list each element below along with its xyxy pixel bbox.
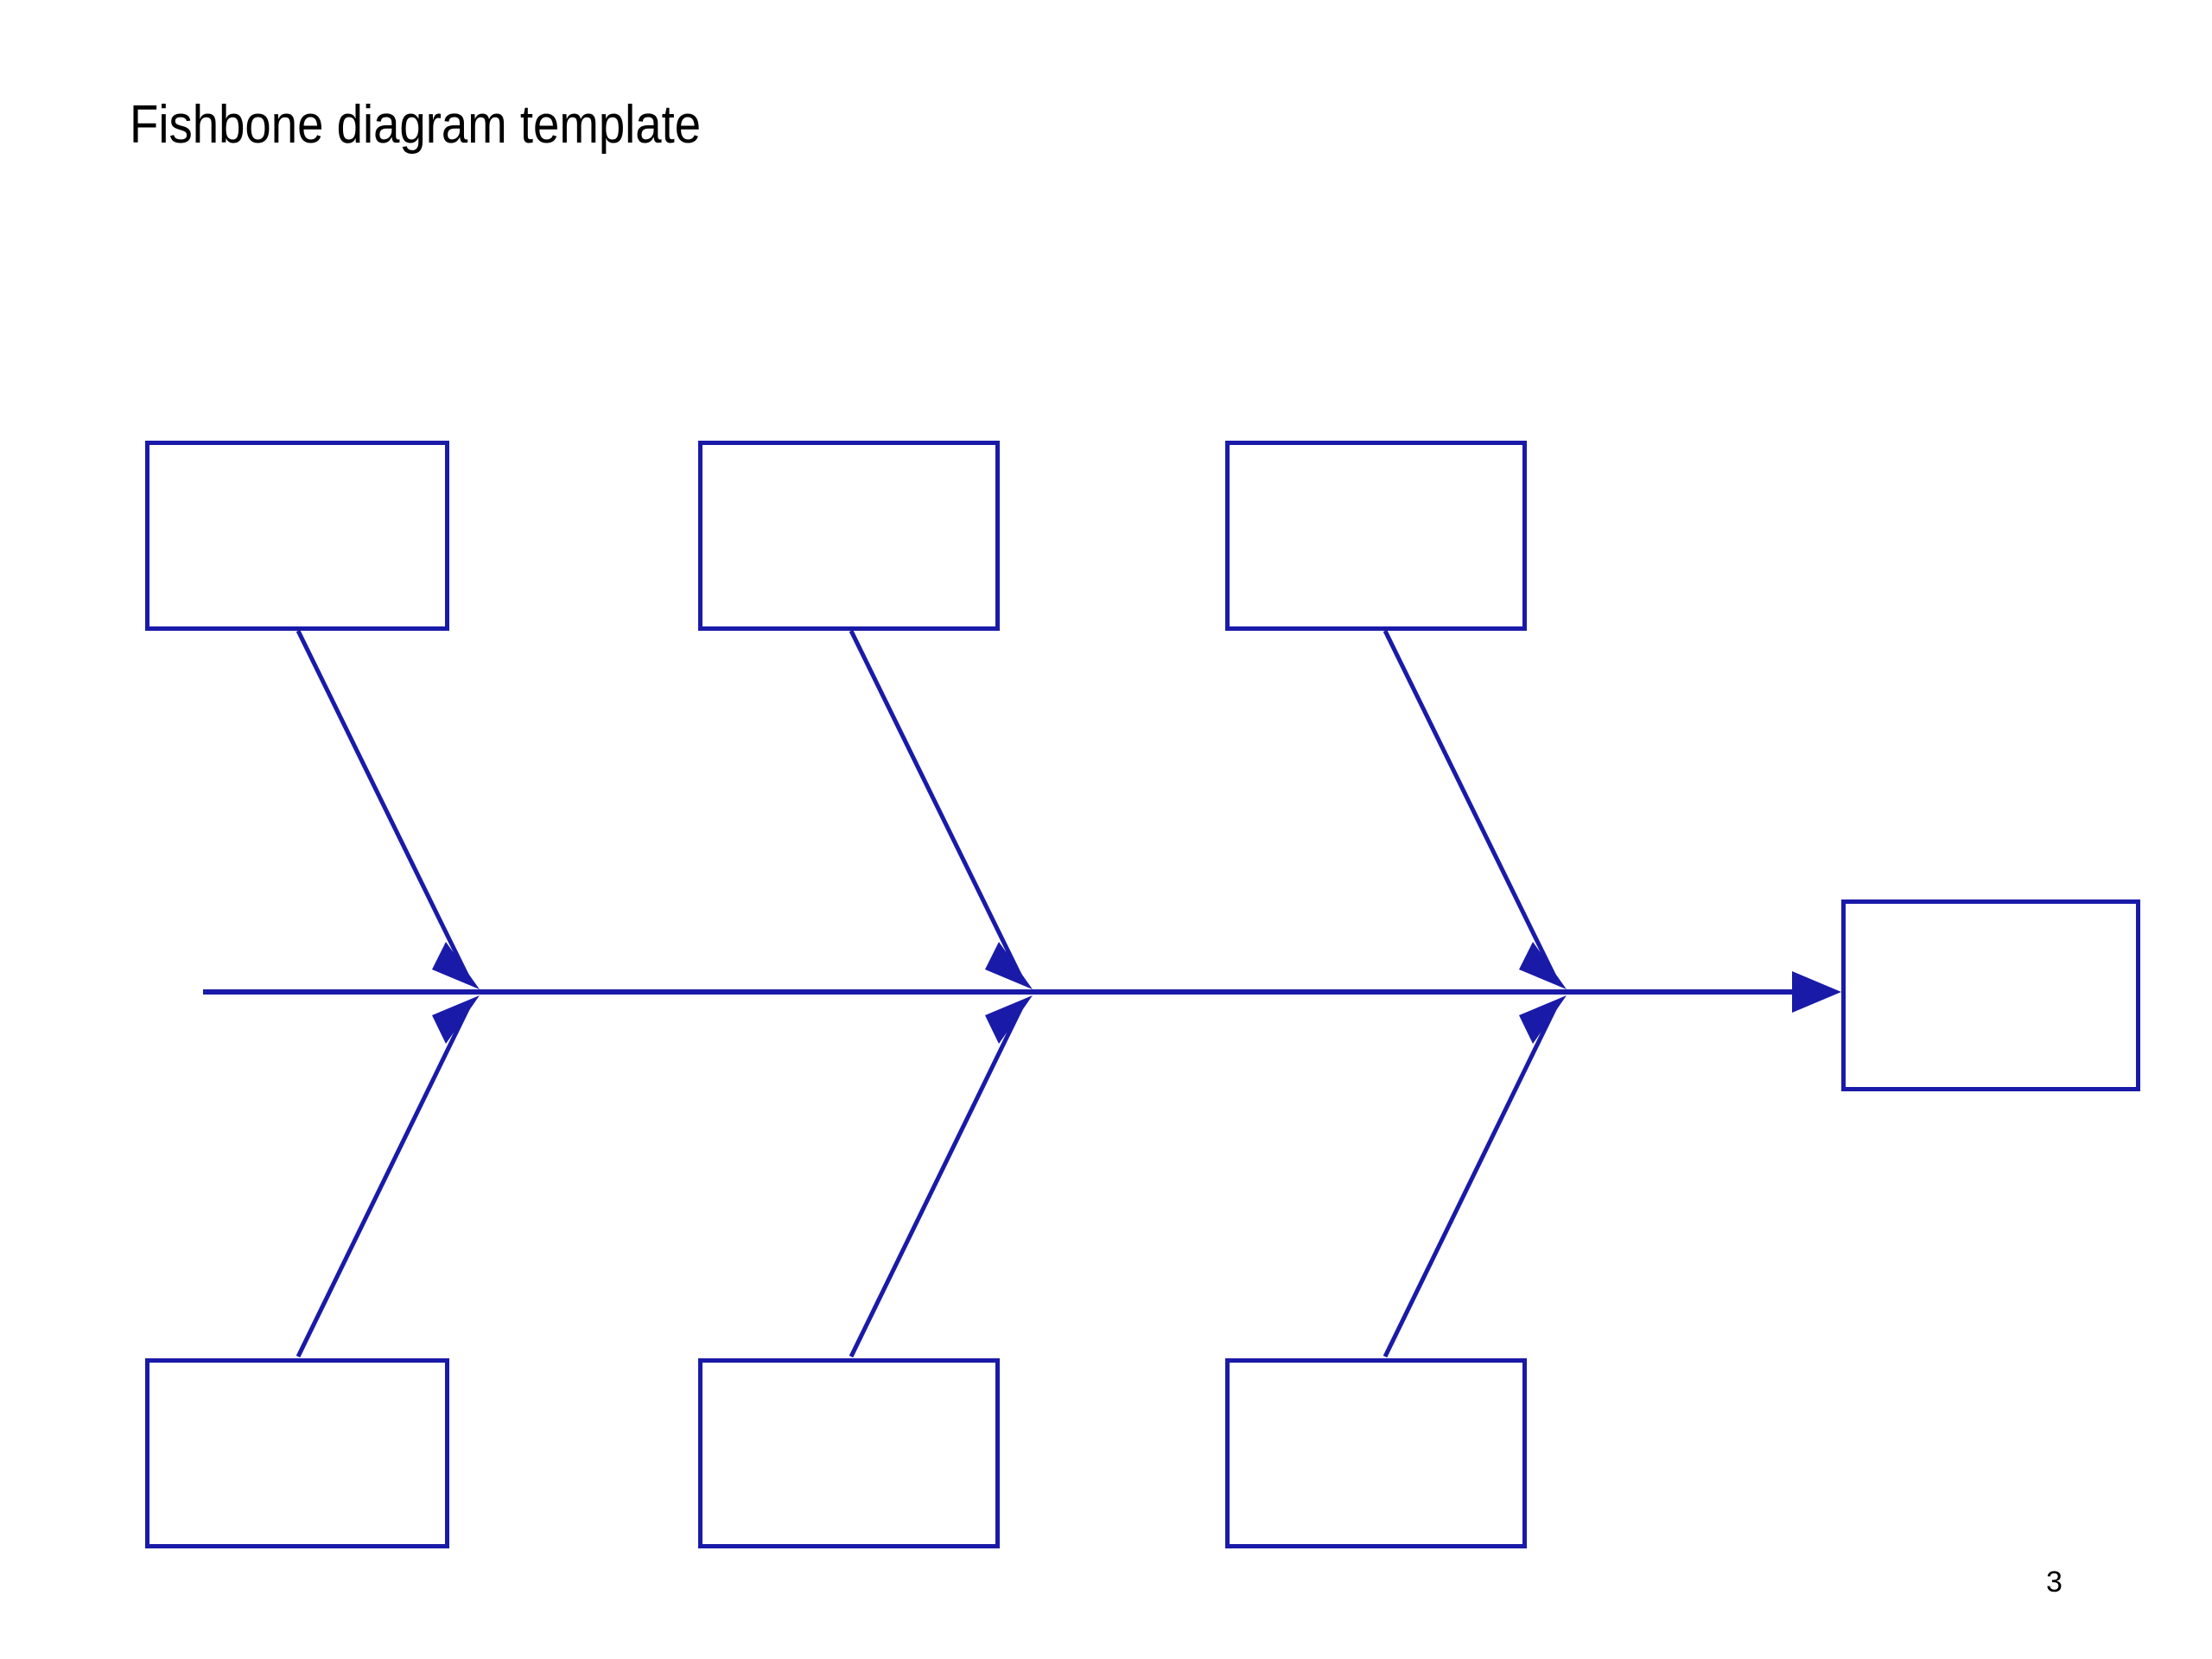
rib-connector-top-left xyxy=(296,629,480,989)
rib-connector-bottom-left xyxy=(296,995,480,1358)
cause-label-bottom-left[interactable] xyxy=(145,1358,448,1547)
rib-connector-bottom-right xyxy=(1382,995,1567,1358)
rib-connector-bottom-middle xyxy=(849,995,1033,1358)
cause-label-top-left[interactable] xyxy=(145,441,448,629)
cause-label-top-right[interactable] xyxy=(1225,441,1525,629)
effect-box[interactable] xyxy=(1841,899,2140,1091)
cause-label-bottom-middle[interactable] xyxy=(698,1358,998,1547)
rib-connector-top-right xyxy=(1382,629,1567,989)
cause-label-bottom-right[interactable] xyxy=(1225,1358,1525,1547)
cause-box-top-right[interactable] xyxy=(1225,441,1527,631)
page-number: 3 xyxy=(2046,1566,2063,1599)
rib-connector-top-middle xyxy=(849,629,1033,989)
cause-box-bottom-right[interactable] xyxy=(1225,1358,1527,1548)
spine-arrow xyxy=(203,971,1841,1013)
cause-label-top-middle[interactable] xyxy=(698,441,998,629)
cause-box-bottom-middle[interactable] xyxy=(698,1358,1000,1548)
page-title: Fishbone diagram template xyxy=(130,95,702,155)
cause-box-bottom-left[interactable] xyxy=(145,1358,449,1548)
effect-label[interactable] xyxy=(1841,899,2139,1090)
cause-box-top-left[interactable] xyxy=(145,441,449,631)
cause-box-top-middle[interactable] xyxy=(698,441,1000,631)
